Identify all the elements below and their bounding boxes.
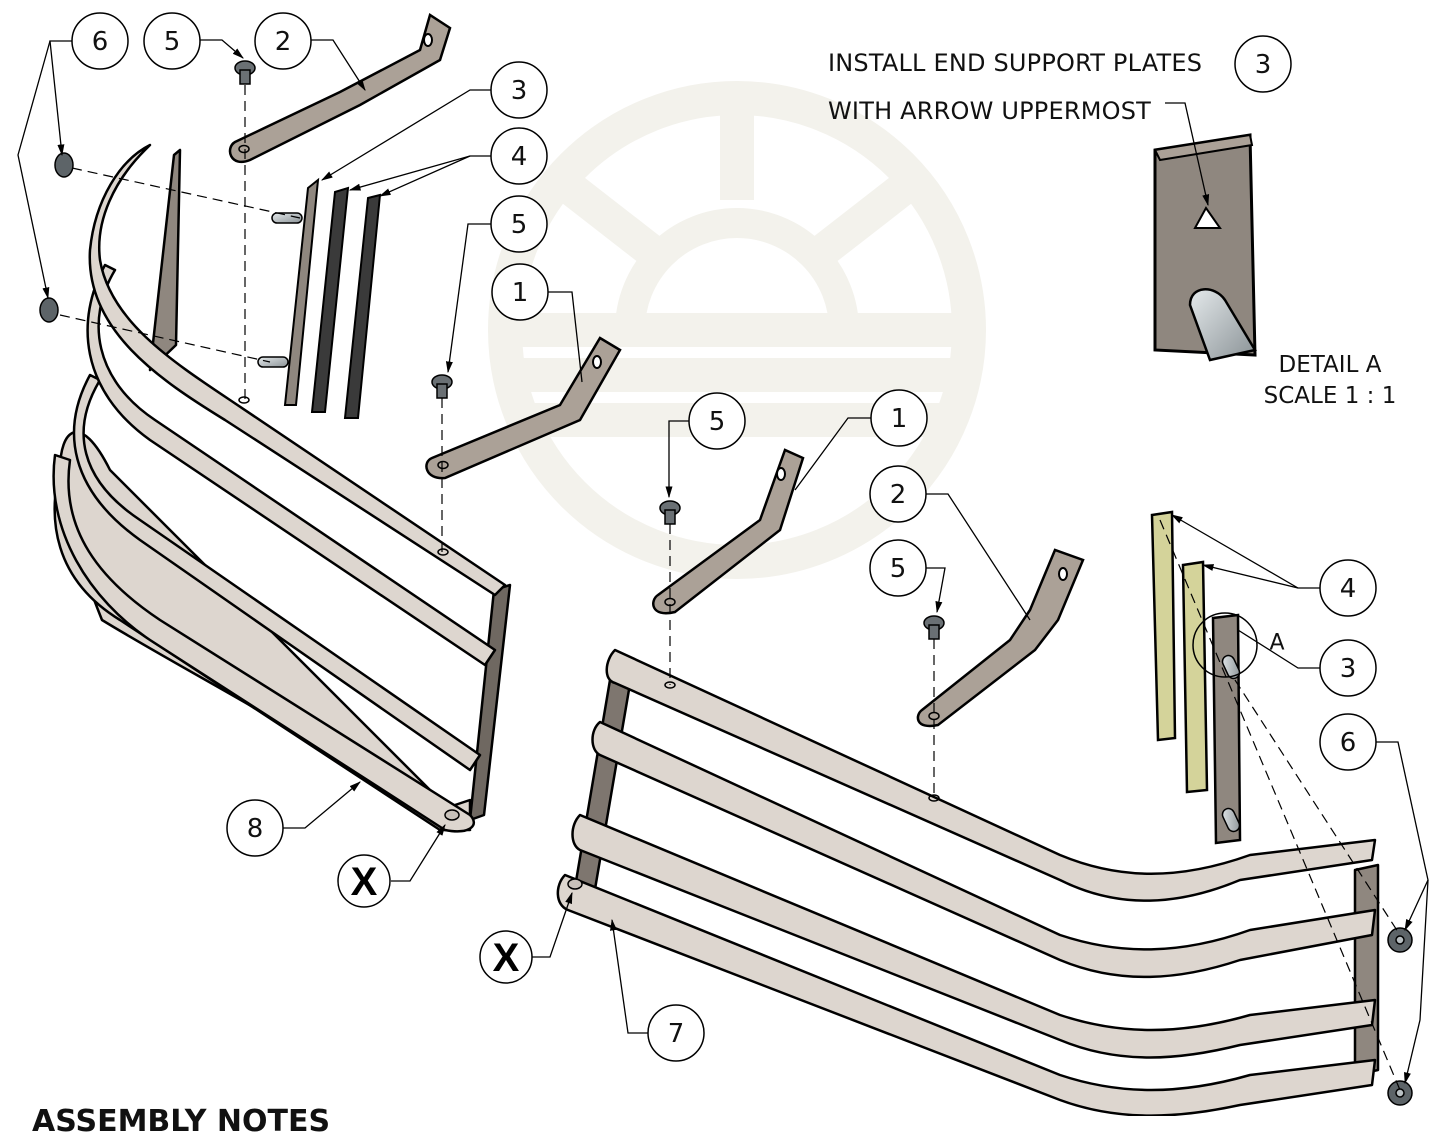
detail-a-circle [1192, 612, 1258, 678]
fastener-item-5 [234, 60, 945, 640]
balloon-5: 5 [688, 392, 746, 450]
svg-text:5: 5 [164, 27, 181, 57]
mounting-hole-x [444, 809, 460, 821]
left-rail-frame [52, 143, 512, 833]
spacer-strip-left-2 [343, 193, 382, 419]
svg-text:2: 2 [275, 27, 292, 57]
balloon-3: 3 [490, 61, 548, 119]
bracket-hole [776, 467, 786, 481]
assembly-notes-heading: ASSEMBLY NOTES [32, 1104, 331, 1139]
balloon-7: 7 [647, 1004, 705, 1062]
arrow-triangle-mark [1193, 206, 1222, 229]
svg-text:3: 3 [511, 76, 528, 106]
pin [1221, 654, 1241, 680]
balloon-6: 6 [1319, 713, 1377, 771]
svg-text:2: 2 [890, 480, 907, 510]
pin [271, 212, 303, 224]
assembly-center-lines [59, 85, 1401, 1091]
pin [257, 356, 289, 368]
leader-lines [17, 39, 1429, 1085]
detail-a-view [1153, 133, 1257, 362]
svg-text:1: 1 [512, 278, 529, 308]
bracket-item-1-center [652, 448, 805, 615]
detail-marker-label: A [1269, 631, 1284, 656]
svg-text:X: X [493, 936, 520, 980]
install-note-line-1: INSTALL END SUPPORT PLATES [828, 49, 1203, 77]
balloon-4: 4 [1319, 559, 1377, 617]
balloon-5: 5 [869, 539, 927, 597]
balloon-2: 2 [254, 12, 312, 70]
spacer-strip-left-1 [310, 186, 350, 413]
detail-a-caption: DETAIL A SCALE 1 : 1 [1250, 350, 1410, 412]
end-support-plate-left [283, 177, 320, 406]
bracket-item-1-left [425, 336, 622, 480]
bracket-hole [592, 355, 602, 369]
right-rail-frame [556, 648, 1380, 1116]
balloon-2: 2 [869, 465, 927, 523]
bracket-hole [437, 460, 449, 470]
balloon-x: X [479, 930, 533, 984]
pin [1221, 807, 1241, 833]
mounting-hole-x [567, 878, 583, 890]
spacer-strip-right-2 [1181, 560, 1209, 794]
bracket-hole [1058, 567, 1068, 581]
assembly-drawing: 6 5 2 3 4 5 1 5 1 2 5 4 3 6 8 X X 7 3 A [17, 12, 1429, 1116]
balloon-4: 4 [490, 127, 548, 185]
mounting-hole [238, 396, 250, 404]
bracket-hole [238, 144, 250, 154]
svg-text:3: 3 [1255, 50, 1272, 80]
svg-text:6: 6 [92, 27, 109, 57]
detail-label: DETAIL A [1278, 352, 1382, 378]
svg-text:4: 4 [1340, 574, 1357, 604]
svg-text:8: 8 [247, 814, 264, 844]
svg-text:7: 7 [668, 1019, 685, 1049]
balloon-5: 5 [490, 195, 548, 253]
install-note-line-2: WITH ARROW UPPERMOST [828, 97, 1152, 125]
balloon-3-note: 3 [1234, 35, 1292, 93]
svg-text:X: X [351, 860, 378, 904]
bracket-hole [423, 33, 433, 47]
bracket-item-2-right [916, 548, 1085, 728]
balloon-8: 8 [226, 799, 284, 857]
bracket-item-2-top [228, 13, 452, 164]
mounting-hole [664, 681, 676, 689]
svg-text:5: 5 [890, 554, 907, 584]
balloon-6: 6 [71, 12, 129, 70]
detail-scale: SCALE 1 : 1 [1263, 383, 1397, 409]
svg-text:1: 1 [891, 404, 908, 434]
balloon-5: 5 [143, 12, 201, 70]
detail-pin [1188, 288, 1257, 362]
spacer-strip-right-1 [1150, 510, 1177, 742]
svg-text:3: 3 [1340, 654, 1357, 684]
mounting-hole [928, 794, 940, 802]
nut-item-6 [39, 152, 1413, 1106]
svg-text:5: 5 [511, 210, 528, 240]
balloon-x: X [337, 854, 391, 908]
balloon-1: 1 [491, 263, 549, 321]
svg-text:6: 6 [1340, 728, 1357, 758]
balloon-3: 3 [1319, 639, 1377, 697]
svg-text:4: 4 [511, 142, 528, 172]
svg-text:5: 5 [709, 407, 726, 437]
mounting-hole [437, 548, 449, 556]
balloon-1: 1 [870, 389, 928, 447]
